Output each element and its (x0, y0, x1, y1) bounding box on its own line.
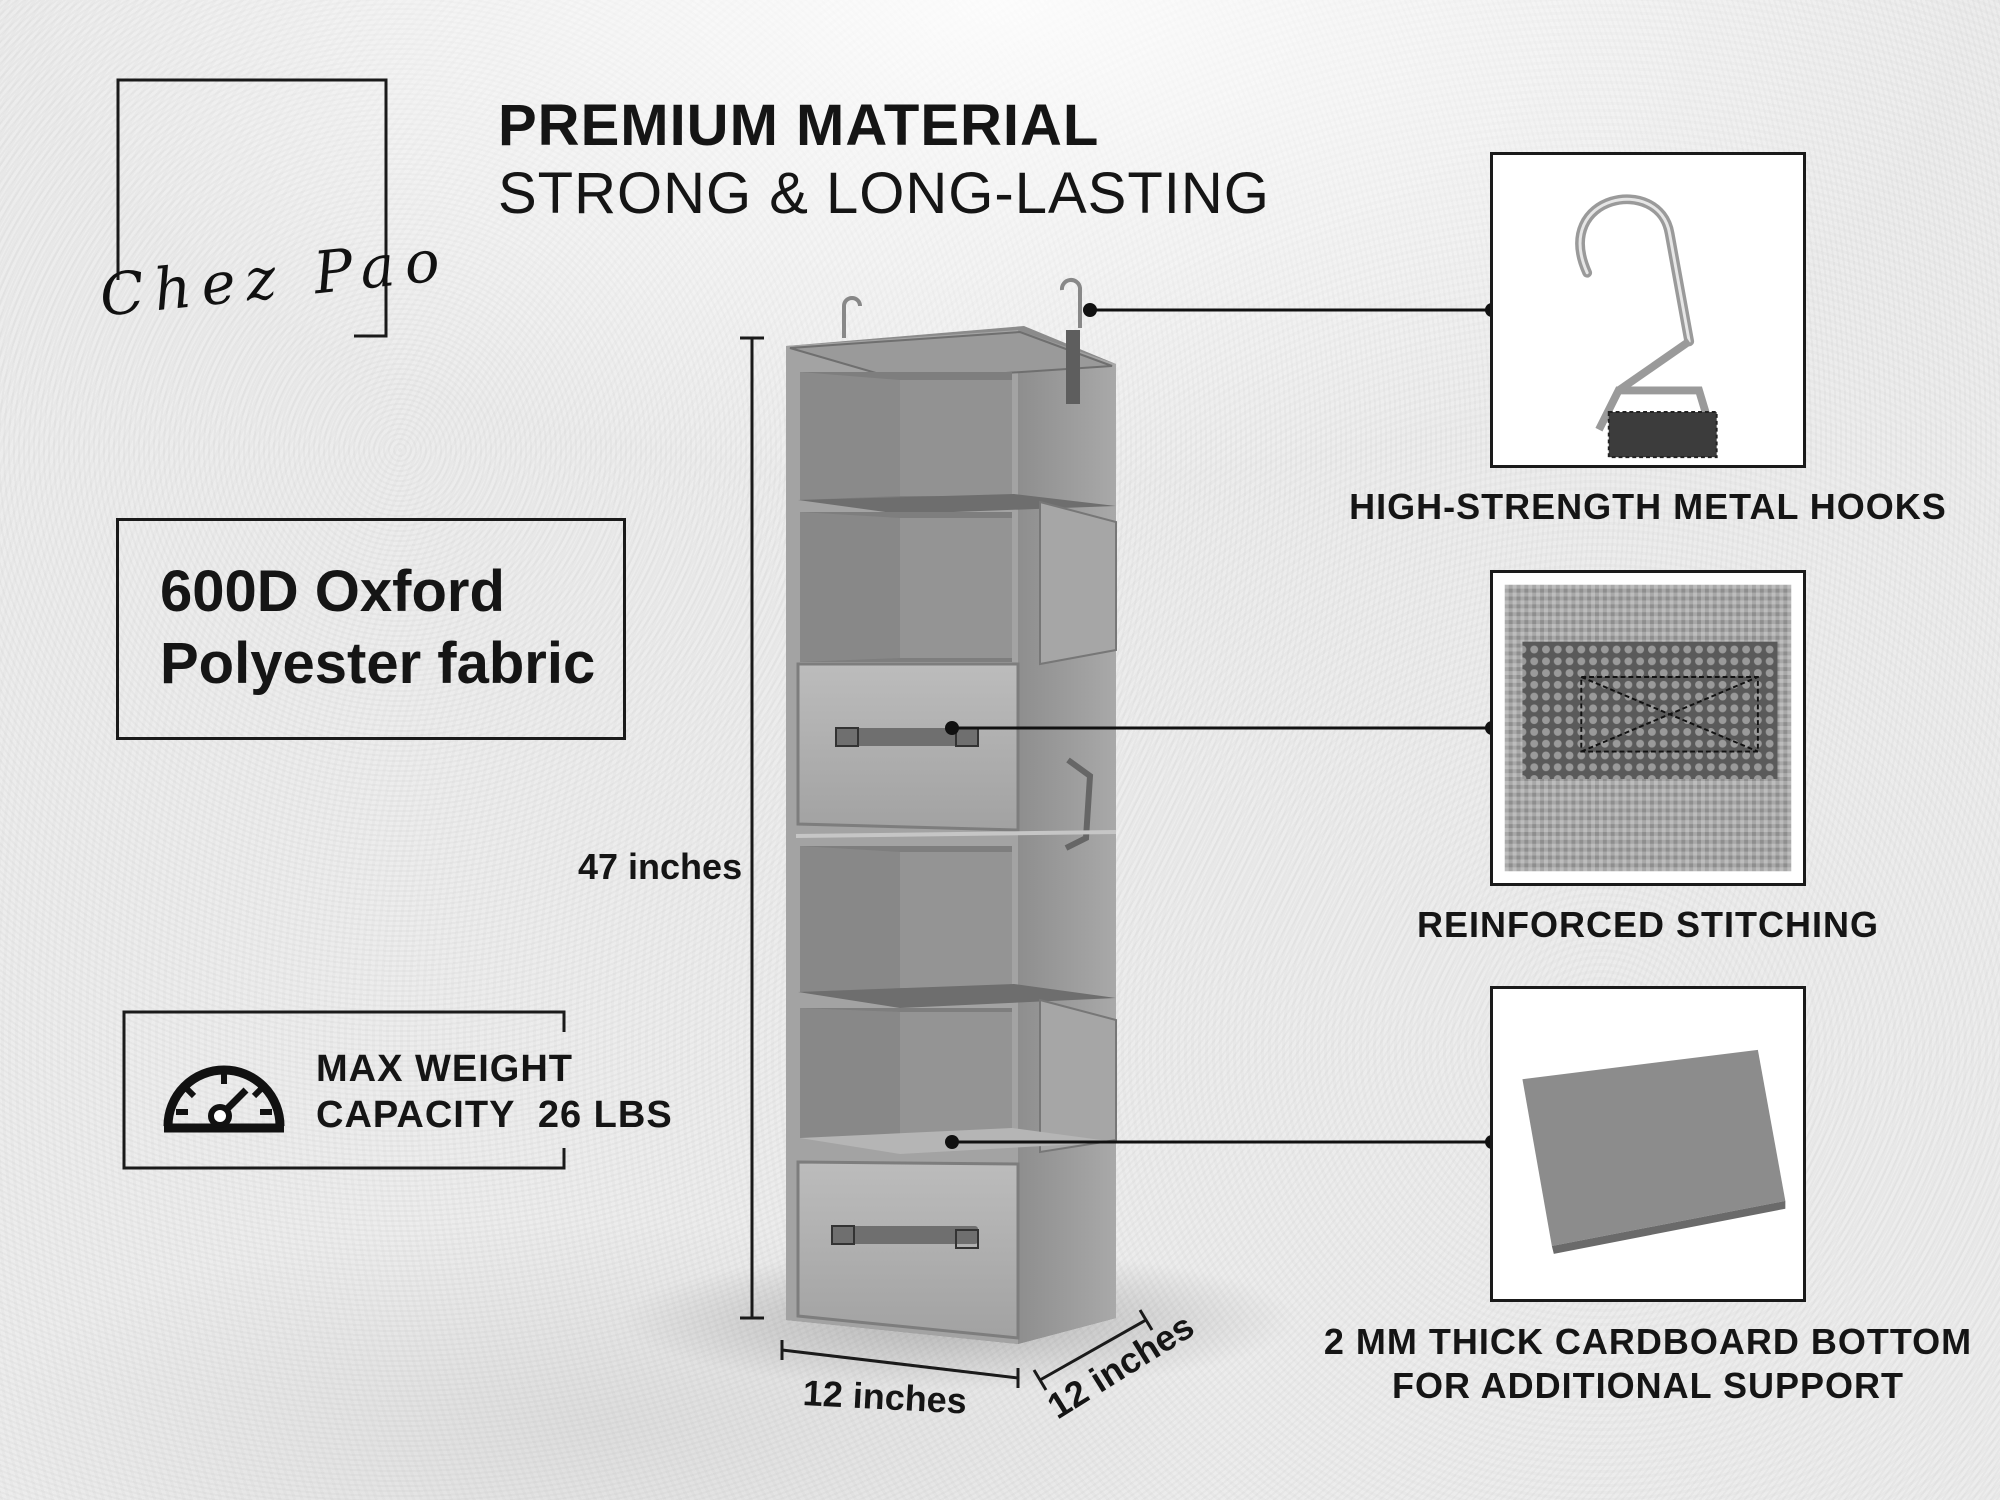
organizer-top (789, 330, 1113, 382)
leader-line-bottom (945, 1135, 1499, 1149)
organizer-body (786, 326, 1116, 1344)
capacity-line-2: CAPACITY 26 LBS (316, 1094, 673, 1136)
material-line-2: Polyester fabric (160, 631, 596, 696)
cardboard-caption: 2 MM THICK CARDBOARD BOTTOM FOR ADDITION… (1318, 1320, 1978, 1408)
cardboard-caption-line-1: 2 MM THICK CARDBOARD BOTTOM (1323, 1321, 1973, 1362)
capacity-line-1: MAX WEIGHT (316, 1048, 573, 1090)
hook-detail-image (1490, 152, 1806, 468)
dimension-height-line (740, 336, 764, 1320)
cardboard-detail-image (1490, 986, 1806, 1302)
compartment-4 (800, 998, 1117, 1154)
page-subtitle: STRONG & LONG-LASTING (498, 161, 1270, 226)
gauge-icon (160, 1050, 288, 1134)
compartment-1 (798, 372, 1116, 514)
cardboard-caption-line-2: FOR ADDITIONAL SUPPORT (1391, 1365, 1904, 1406)
drawer-1 (796, 662, 1020, 832)
height-label: 47 inches (578, 846, 743, 887)
width-label: 12 inches (801, 1372, 968, 1422)
capacity-box (122, 1010, 566, 1170)
logo-frame-lines (116, 78, 388, 338)
logo-frame (116, 78, 388, 338)
top-hooks (842, 278, 1082, 338)
floor-shadow (620, 1250, 1300, 1390)
depth-label: 12 inches (1040, 1305, 1201, 1427)
material-line-1: 600D Oxford (160, 559, 505, 624)
material-text: 600D Oxford Polyester fabric (160, 556, 595, 700)
leader-line-hooks (1083, 303, 1499, 317)
capacity-text: MAX WEIGHT CAPACITY 26 LBS (316, 1046, 673, 1138)
hooks-caption: HIGH-STRENGTH METAL HOOKS (1349, 486, 1947, 527)
organizer-front-frame (786, 330, 1018, 1344)
page-title: PREMIUM MATERIAL (498, 93, 1100, 158)
side-strap (1066, 330, 1080, 404)
compartment-2 (800, 500, 1117, 666)
capacity-box-frame (122, 1010, 566, 1170)
material-box (116, 518, 626, 740)
organizer-side-panel (1018, 330, 1116, 1344)
compartment-3 (798, 846, 1116, 1008)
leader-line-stitching (945, 721, 1499, 735)
drawer-2 (796, 1160, 1020, 1340)
stitching-caption: REINFORCED STITCHING (1416, 904, 1879, 945)
stitching-detail-image (1490, 570, 1806, 886)
